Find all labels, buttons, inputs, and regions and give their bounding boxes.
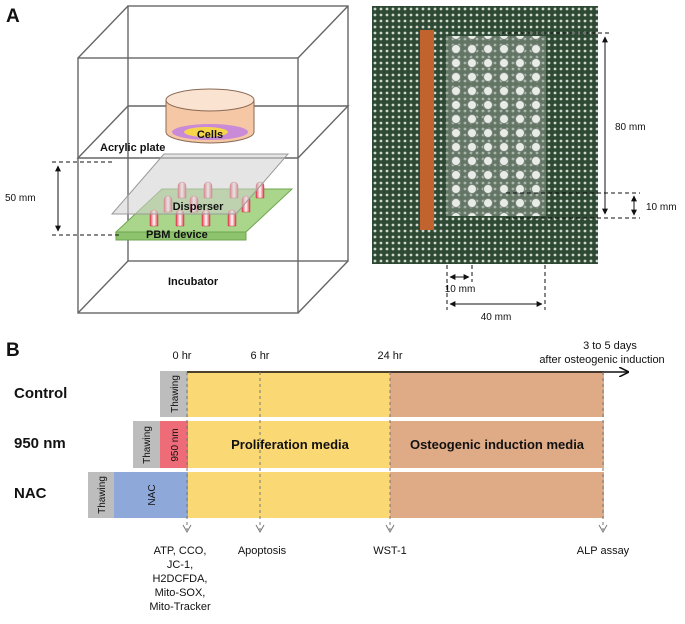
petri-dish [165, 88, 255, 144]
nac-block [114, 472, 188, 518]
time-6hr: 6 hr [251, 350, 270, 362]
incubator-label: Incubator [168, 276, 219, 288]
assay-t0-line2: JC-1, [167, 559, 193, 571]
time-24hr: 24 hr [377, 350, 402, 362]
panel-a-letter: A [6, 6, 20, 27]
irradiation-block-950 [160, 421, 188, 468]
assay-wst1: WST-1 [373, 545, 407, 557]
end-label-line2: after osteogenic induction [539, 354, 664, 366]
assay-apoptosis: Apoptosis [238, 545, 287, 557]
proliferation-media-label: Proliferation media [231, 437, 350, 452]
assay-alp: ALP assay [577, 545, 630, 557]
assays-t0: ATP, CCO, JC-1, H2DCFDA, Mito-SOX, Mito-… [149, 545, 211, 613]
dim-40mm-label: 40 mm [481, 312, 512, 323]
pbm-device-label: PBM device [146, 229, 208, 241]
cells-label: Cells [197, 129, 223, 141]
proliferation-block-control [188, 371, 390, 417]
media-blocks [188, 371, 604, 518]
assay-guides [186, 372, 604, 530]
dim-10mm-right-label: 10 mm [646, 202, 677, 213]
thawing-block-control [160, 371, 188, 417]
disperser-label: Disperser [173, 201, 224, 213]
osteogenic-block-nac [390, 472, 604, 518]
thawing-label-control: Thawing [170, 375, 181, 413]
thawing-block-nac [88, 472, 114, 518]
led-board-photo [372, 6, 598, 264]
thawing-block-950 [133, 421, 160, 468]
assay-t0-line4: Mito-SOX, [155, 587, 206, 599]
acrylic-plate-label: Acrylic plate [100, 142, 165, 154]
thawing-label-950: Thawing [142, 426, 153, 464]
osteogenic-block-950 [390, 421, 604, 468]
nac-label-block: NAC [147, 484, 158, 505]
row-label-nac: NAC [14, 485, 47, 502]
incubator-box [76, 5, 350, 314]
row-label-control: Control [14, 385, 67, 402]
height-dimension [52, 161, 120, 236]
thawing-label-nac: Thawing [97, 476, 108, 514]
panel-b-letter: B [6, 340, 20, 361]
end-label-line1: 3 to 5 days [583, 340, 637, 352]
pre-treatment-blocks [88, 371, 188, 518]
height-dimension-label: 50 mm [5, 193, 36, 204]
osteogenic-media-label: Osteogenic induction media [410, 437, 585, 452]
irradiation-label-950: 950 nm [170, 428, 181, 461]
time-0hr: 0 hr [173, 350, 192, 362]
photo-dimensions [446, 32, 640, 310]
assay-arrowheads [182, 524, 608, 534]
assay-t0-line3: H2DCFDA, [152, 573, 207, 585]
row-label-950: 950 nm [14, 435, 66, 452]
disperser [110, 153, 290, 215]
assay-t0-line5: Mito-Tracker [149, 601, 211, 613]
osteogenic-block-control [390, 371, 604, 417]
dim-80mm-label: 80 mm [615, 122, 646, 133]
assay-t0-line1: ATP, CCO, [154, 545, 207, 557]
dim-10mm-bottom-label: 10 mm [445, 284, 476, 295]
proliferation-block-nac [188, 472, 390, 518]
proliferation-block-950 [188, 421, 390, 468]
